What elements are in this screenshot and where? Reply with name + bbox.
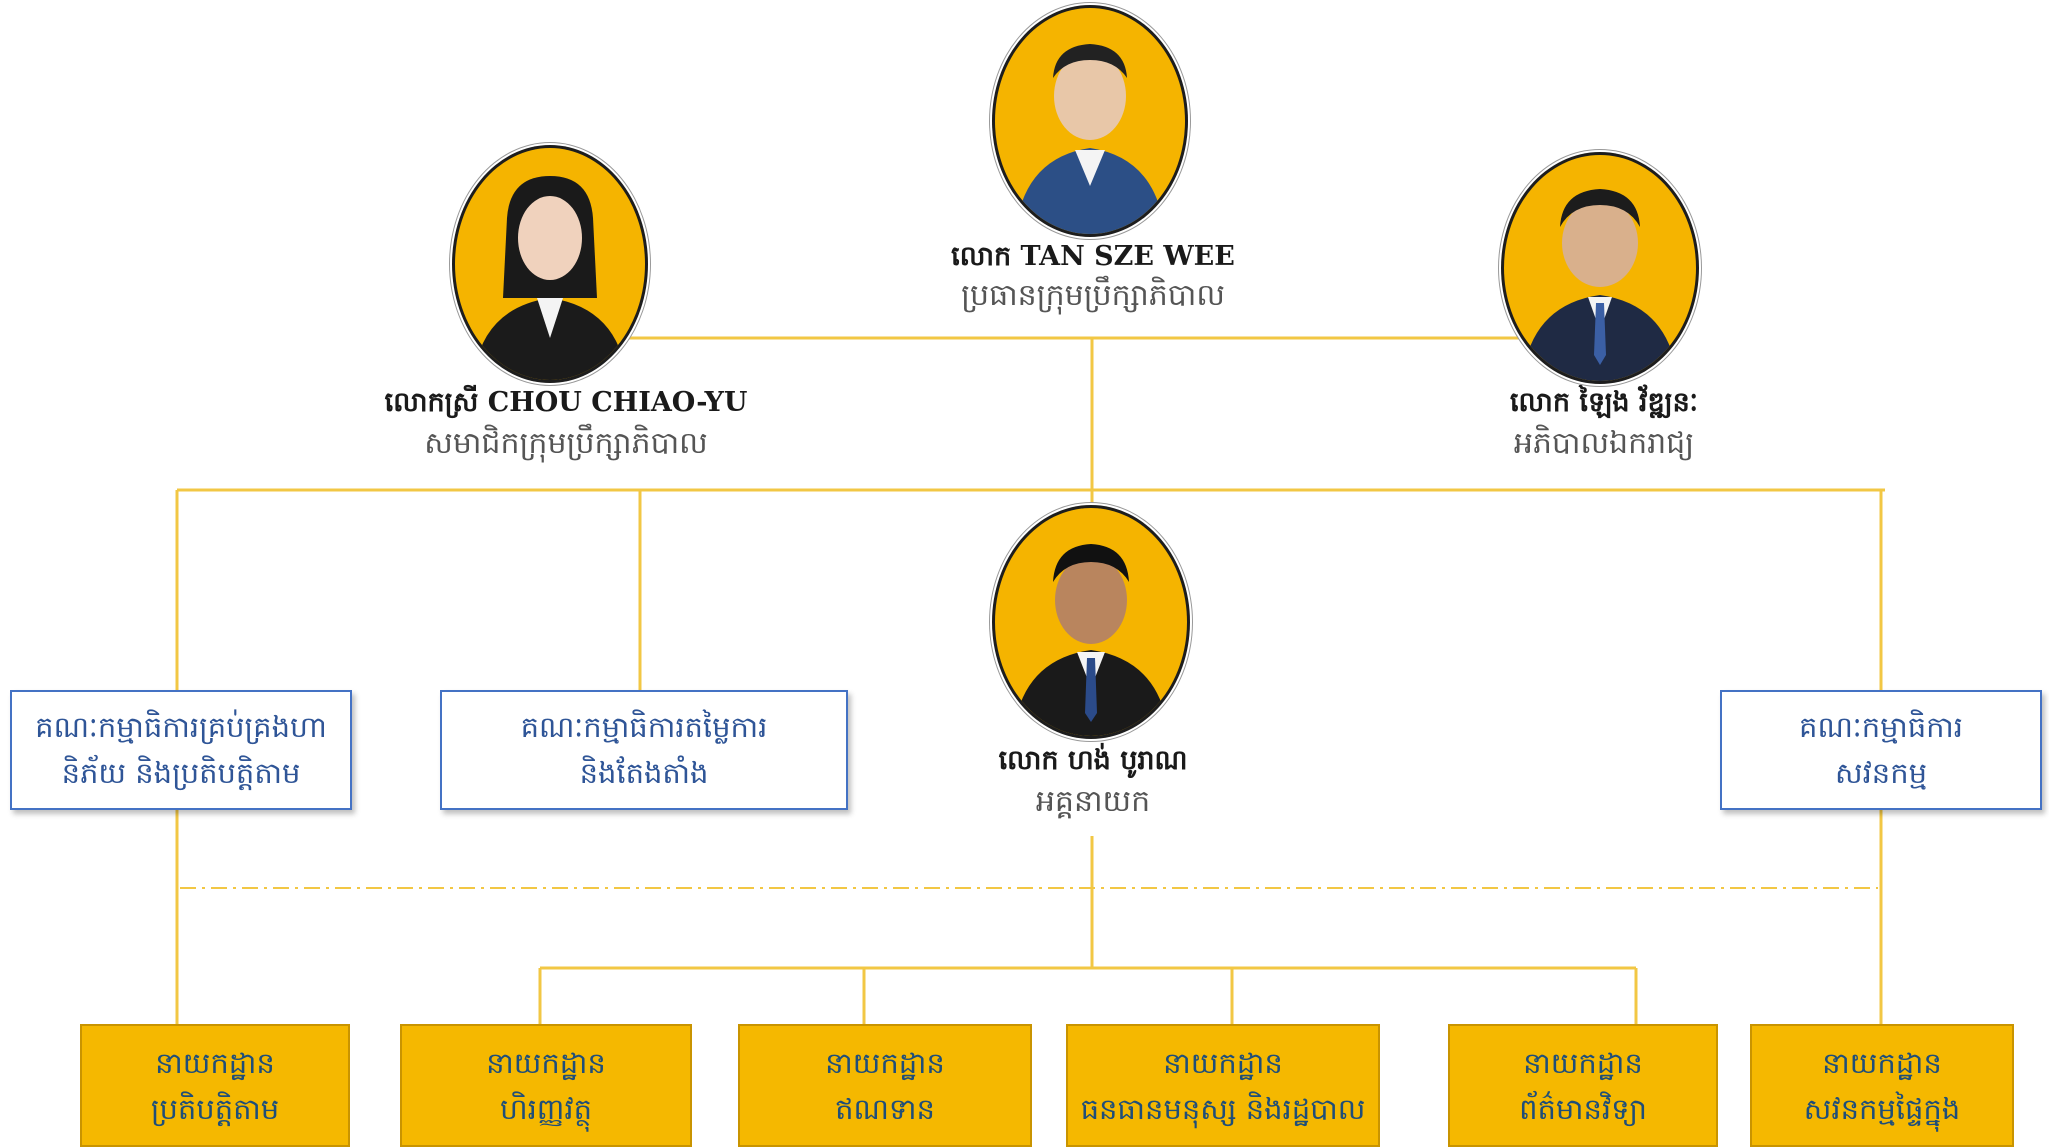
- it-department-box: នាយកដ្ឋាន ព័ត៌មានវិទ្យា: [1448, 1024, 1718, 1147]
- independent-director-portrait: [1504, 155, 1696, 381]
- member-name: លោកស្រី CHOU CHIAO-YU: [384, 387, 748, 418]
- chairman-name: លោក TAN SZE WEE: [951, 241, 1235, 272]
- ceo-name: លោក ហង់ បូរាណ: [998, 745, 1188, 776]
- chairman-role: ប្រធានក្រុមប្រឹក្សាភិបាល: [961, 278, 1225, 313]
- risk-compliance-committee-box: គណៈកម្មាធិការគ្រប់គ្រងហា និភ័យ និងប្រតិប…: [10, 690, 352, 810]
- nomination-committee-box: គណៈកម្មាធិការតម្លៃការ និងតែងតាំង: [440, 690, 848, 810]
- department-line: ធនធានមនុស្ស និងរដ្ឋបាល: [1080, 1092, 1366, 1126]
- department-line: ឥណទាន: [835, 1092, 935, 1126]
- department-line: នាយកដ្ឋាន: [486, 1046, 606, 1080]
- independent-director-name: លោក ឡៃង វ័ឌ្ឍនៈ: [1509, 387, 1699, 418]
- chairman-portrait: [995, 8, 1185, 234]
- department-line: ប្រតិបត្តិតាម: [150, 1092, 280, 1126]
- compliance-department-box: នាយកដ្ឋាន ប្រតិបត្តិតាម: [80, 1024, 350, 1147]
- department-line: នាយកដ្ឋាន: [825, 1046, 945, 1080]
- committee-line: និភ័យ និងប្រតិបត្តិតាម: [61, 756, 301, 790]
- department-line: សវនកម្មផ្ទៃក្នុង: [1803, 1092, 1961, 1126]
- credit-department-box: នាយកដ្ឋាន ឥណទាន: [738, 1024, 1032, 1147]
- department-line: នាយកដ្ឋាន: [1822, 1046, 1942, 1080]
- internal-audit-department-box: នាយកដ្ឋាន សវនកម្មផ្ទៃក្នុង: [1750, 1024, 2014, 1147]
- member-portrait: [455, 148, 645, 380]
- ceo-portrait: [995, 508, 1187, 736]
- committee-line: គណៈកម្មាធិការ: [1799, 710, 1963, 744]
- ceo-role: អគ្គនាយក: [1035, 784, 1151, 819]
- hr-admin-department-box: នាយកដ្ឋាន ធនធានមនុស្ស និងរដ្ឋបាល: [1066, 1024, 1380, 1147]
- independent-director-role: អភិបាលឯករាជ្យ: [1513, 426, 1695, 461]
- person-silhouette-icon: [1013, 544, 1169, 736]
- person-silhouette-icon: [473, 176, 627, 380]
- committee-line: គណៈកម្មាធិការតម្លៃការ: [520, 710, 768, 744]
- department-line: ព័ត៌មានវិទ្យា: [1519, 1092, 1647, 1126]
- member-role: សមាជិកក្រុមប្រឹក្សាភិបាល: [424, 426, 708, 461]
- department-line: នាយកដ្ឋាន: [1523, 1046, 1643, 1080]
- committee-line: សវនកម្ម: [1834, 756, 1928, 790]
- department-line: នាយកដ្ឋាន: [155, 1046, 275, 1080]
- department-line: នាយកដ្ឋាន: [1163, 1046, 1283, 1080]
- committee-line: និងតែងតាំង: [579, 756, 709, 790]
- audit-committee-box: គណៈកម្មាធិការ សវនកម្ម: [1720, 690, 2042, 810]
- department-line: ហិរញ្ញវត្ថុ: [499, 1092, 593, 1126]
- committee-line: គណៈកម្មាធិការគ្រប់គ្រងហា: [35, 710, 327, 744]
- finance-department-box: នាយកដ្ឋាន ហិរញ្ញវត្ថុ: [400, 1024, 692, 1147]
- person-silhouette-icon: [1015, 44, 1165, 234]
- person-silhouette-icon: [1522, 189, 1678, 381]
